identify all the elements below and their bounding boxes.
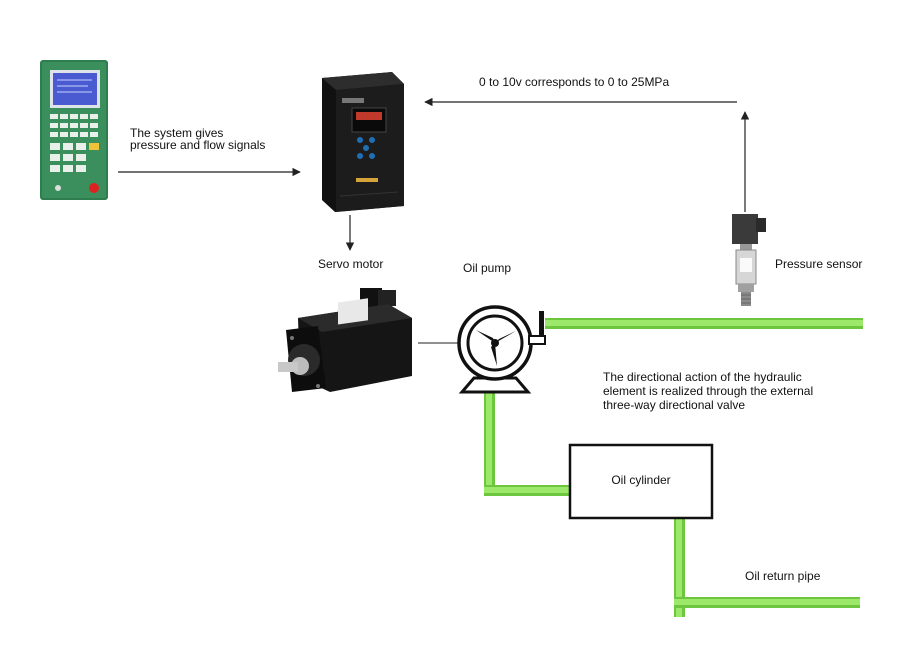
system-signals-label-line2: pressure and flow signals: [130, 138, 266, 152]
directional-note-line1: The directional action of the hydraulic: [603, 370, 802, 384]
servo-drive-icon: [322, 72, 404, 212]
pressure-sensor-icon: [732, 214, 766, 306]
oil-pipes: [484, 318, 863, 617]
signal-lines: [118, 97, 750, 344]
oil-pump-icon: [457, 305, 546, 394]
pressure-sensor-label: Pressure sensor: [775, 257, 863, 271]
oil-cylinder-label: Oil cylinder: [611, 473, 671, 487]
servo-motor-label: Servo motor: [318, 257, 384, 271]
system-signals-label-line1: The system gives: [130, 126, 224, 140]
pressure-pipe: [545, 318, 863, 329]
servo-motor-icon: [278, 288, 412, 392]
directional-note-line2: element is realized through the external: [603, 384, 814, 398]
feedback-note-label: 0 to 10v corresponds to 0 to 25MPa: [479, 75, 670, 89]
oil-return-pipe-label: Oil return pipe: [745, 569, 821, 583]
oil-cylinder-box: [568, 443, 714, 520]
directional-note-line3: three-way directional valve: [603, 398, 746, 412]
oil-return-pipe: [674, 518, 860, 617]
oil-pump-label: Oil pump: [463, 261, 512, 275]
cylinder-feed-pipe: [484, 378, 572, 496]
injection-machine-controller-icon: [40, 60, 108, 200]
